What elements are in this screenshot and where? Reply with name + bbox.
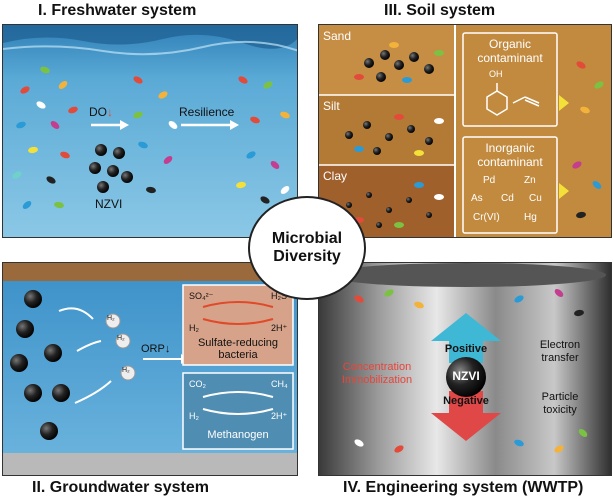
sand-particles [354,42,444,83]
panel3-title: III. Soil system [384,2,496,19]
h2-sulfate-label: H₂ [189,323,199,333]
microbe-cluster-left [12,66,78,209]
microbes-wwtp [354,289,588,453]
methanogen-label: Methanogen [207,429,269,441]
freshwater-panel: DO↓ Resilience NZVI [2,24,298,238]
silt-label: Silt [323,99,340,113]
nzvi-particles [89,144,133,193]
panel1-title: I. Freshwater system [38,2,197,19]
center-line1: Microbial [271,230,343,247]
h2-methanogen-label: H₂ [189,411,199,421]
microbe-cluster-right [236,76,290,204]
nzvi-label: NZVI [95,197,123,211]
nzvi-center-label: NZVI [452,369,480,383]
2h-sulfate-label: 2H⁺ [271,323,288,333]
sand-label: Sand [323,29,352,43]
so4-label: SO₄²⁻ [189,291,214,301]
clay-particles [346,182,444,228]
orp-label: ORP↓ [141,343,171,355]
metal-cd: Cd [501,193,514,204]
silt-particles [345,114,444,156]
h2-label-2: H₂ [117,335,125,342]
co2-label: CO₂ [189,379,206,389]
ch4-label: CH₄ [271,379,288,389]
positive-label: Positive [444,343,488,355]
metal-as: As [471,193,483,204]
metal-hg: Hg [524,212,537,223]
panel4-title: IV. Engineering system (WWTP) [343,479,584,496]
h2-label-3: H₂ [122,367,130,374]
do-label: DO↓ [89,105,113,119]
nzvi-particles-gw [10,290,70,440]
h2-label-1: H₂ [107,315,115,322]
resilience-label: Resilience [179,105,235,119]
panel2-title: II. Groundwater system [32,479,209,496]
center-line2: Diversity [273,248,341,265]
metal-crvi: Cr(VI) [473,212,500,223]
groundwater-panel: H₂ H₂ H₂ ORP↓ SO₄²⁻ H₂S H₂ 2H⁺ Sulfate-r… [2,262,298,476]
metal-zn: Zn [524,175,536,186]
h2s-label: H₂S [271,291,287,301]
oh-label: OH [489,69,503,79]
microbial-diversity-circle: Microbial Diversity [248,196,366,300]
metal-pd: Pd [483,175,496,186]
microbe-cluster-middle [133,76,178,194]
negative-label: Negative [443,395,489,407]
microbes-soil-right [572,61,604,219]
2h-methanogen-label: 2H⁺ [271,411,288,421]
clay-label: Clay [323,169,348,183]
metal-cu: Cu [529,193,542,204]
